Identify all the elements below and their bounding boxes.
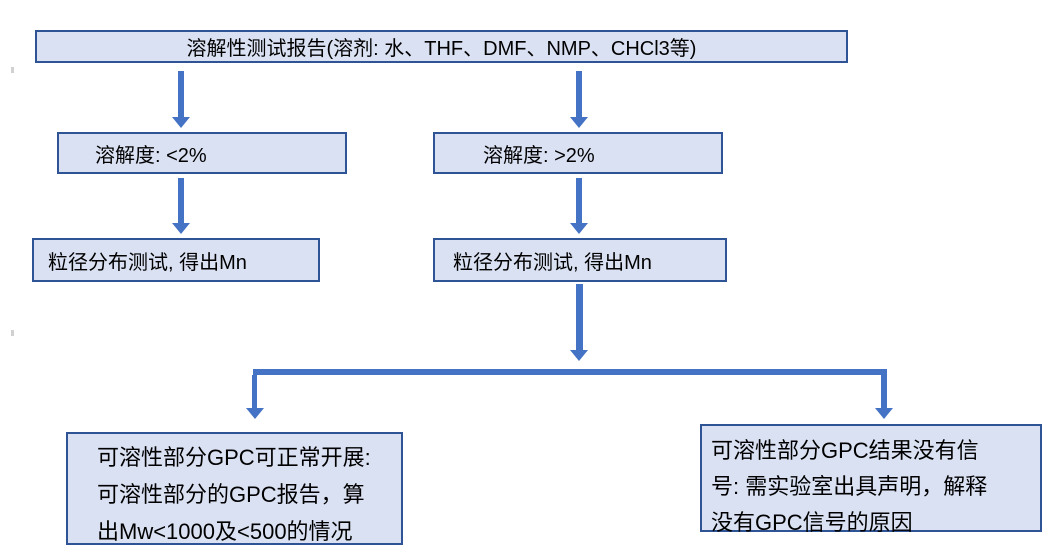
node-particle-size-test-right-label: 粒径分布测试, 得出Mn — [453, 251, 652, 274]
node-solubility-report-label: 溶解性测试报告(溶剂: 水、THF、DMF、NMP、CHCl3等) — [186, 38, 697, 60]
node-gpc-no-signal: 可溶性部分GPC结果没有信 号: 需实验室出具声明，解释 没有GPC信号的原因 — [700, 424, 1042, 535]
arrow-psd-to-split — [576, 284, 583, 350]
arrowhead-root-to-high-icon — [570, 117, 588, 128]
node-solubility-below-2pct-label: 溶解度: <2% — [95, 144, 207, 167]
arrow-root-to-high — [576, 71, 582, 117]
arrowhead-root-to-low-icon — [172, 117, 190, 128]
arrow-high-to-psd — [576, 178, 582, 223]
node-gpc-no-signal-label: 可溶性部分GPC结果没有信 号: 需实验室出具声明，解释 没有GPC信号的原因 — [711, 438, 988, 535]
arrowhead-split-to-gpc-normal-icon — [246, 408, 264, 419]
stray-mark — [11, 330, 14, 336]
arrow-root-to-low — [178, 71, 184, 117]
arrowhead-high-to-psd-icon — [570, 223, 588, 234]
node-solubility-above-2pct: 溶解度: >2% — [433, 132, 723, 174]
split-connector-bar — [253, 369, 887, 375]
arrow-split-to-gpc-normal — [252, 375, 257, 408]
arrow-low-to-psd — [178, 178, 184, 223]
stray-mark — [11, 67, 14, 73]
node-particle-size-test-left: 粒径分布测试, 得出Mn — [32, 238, 320, 282]
arrowhead-split-to-gpc-no-signal-icon — [875, 408, 893, 419]
arrow-split-to-gpc-no-signal — [881, 369, 887, 408]
node-gpc-normal-label: 可溶性部分GPC可正常开展: 可溶性部分的GPC报告，算 出Mw<1000及<5… — [97, 445, 371, 544]
node-solubility-above-2pct-label: 溶解度: >2% — [483, 144, 595, 167]
node-solubility-report: 溶解性测试报告(溶剂: 水、THF、DMF、NMP、CHCl3等) — [35, 30, 848, 63]
node-gpc-normal: 可溶性部分GPC可正常开展: 可溶性部分的GPC报告，算 出Mw<1000及<5… — [66, 432, 403, 545]
arrowhead-psd-to-split-icon — [570, 350, 588, 361]
node-particle-size-test-left-label: 粒径分布测试, 得出Mn — [48, 251, 247, 274]
node-solubility-below-2pct: 溶解度: <2% — [57, 132, 347, 174]
node-particle-size-test-right: 粒径分布测试, 得出Mn — [433, 238, 727, 282]
arrowhead-low-to-psd-icon — [172, 223, 190, 234]
